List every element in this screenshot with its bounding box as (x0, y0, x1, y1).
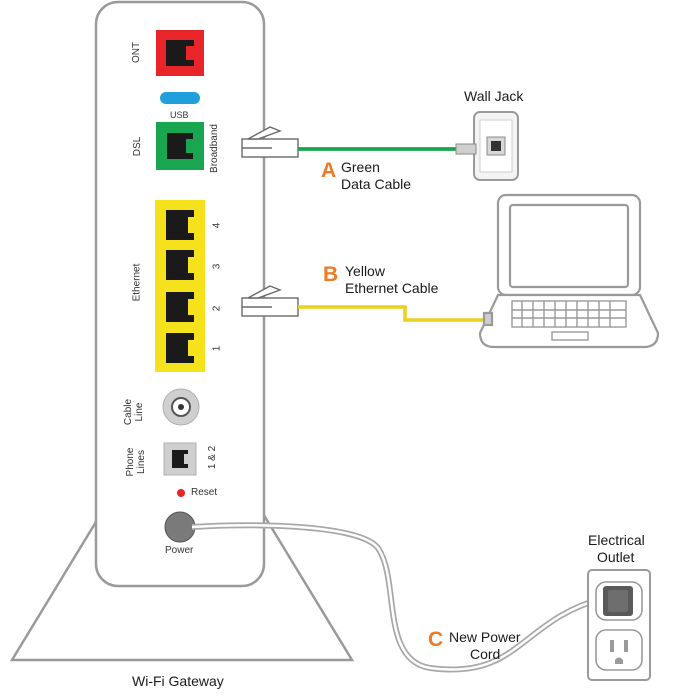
cable-a-line2: Data Cable (341, 176, 412, 192)
phone-lines-port (163, 442, 197, 476)
gateway-label: Wi-Fi Gateway (132, 673, 224, 689)
ethernet-port-3 (166, 250, 194, 280)
reset-label: Reset (191, 487, 218, 498)
cable-a-letter: A (321, 159, 337, 182)
laptop (478, 193, 660, 349)
broadband-label: Broadband (208, 124, 220, 173)
cable-line-label: Cable Line (123, 398, 145, 426)
power-port (164, 511, 196, 543)
ethernet-port-1 (166, 333, 194, 363)
reset-dot (177, 489, 185, 497)
cable-c-line1: New Power (449, 629, 521, 645)
phone-lines-label: Phone Lines (125, 447, 147, 477)
eth-number-1: 1 (211, 345, 223, 352)
dsl-label: DSL (132, 136, 144, 157)
cable-b-line1: Yellow (345, 263, 385, 279)
cable-c-line2: Cord (470, 646, 501, 662)
eth-number-2: 2 (211, 305, 223, 312)
ethernet-port-2 (166, 292, 194, 322)
usb-port (160, 92, 200, 104)
yellow-ethernet-cable (298, 305, 488, 322)
connector-a (241, 126, 299, 158)
cable-b-line2: Ethernet Cable (345, 280, 439, 296)
eth-number-3: 3 (211, 263, 223, 270)
connector-b (241, 285, 299, 317)
outlet-label-line1: Electrical (588, 532, 645, 548)
outlet-label-line2: Outlet (597, 549, 635, 565)
eth-number-4: 4 (211, 222, 223, 229)
cable-c-letter: C (428, 628, 444, 651)
cable-b-letter: B (323, 263, 339, 286)
wall-jack (455, 111, 519, 181)
electrical-outlet (587, 569, 651, 681)
power-label: Power (165, 545, 194, 556)
laptop-keyboard (511, 300, 627, 341)
wall-jack-label: Wall Jack (464, 88, 524, 104)
gateway-stand (9, 511, 355, 662)
ethernet-label: Ethernet (131, 263, 143, 302)
ethernet-port-4 (166, 210, 194, 240)
ont-label: ONT (131, 41, 143, 64)
cable-a-line1: Green (341, 159, 380, 175)
usb-label: USB (170, 110, 189, 120)
phone-lines-number: 1 & 2 (207, 445, 219, 470)
